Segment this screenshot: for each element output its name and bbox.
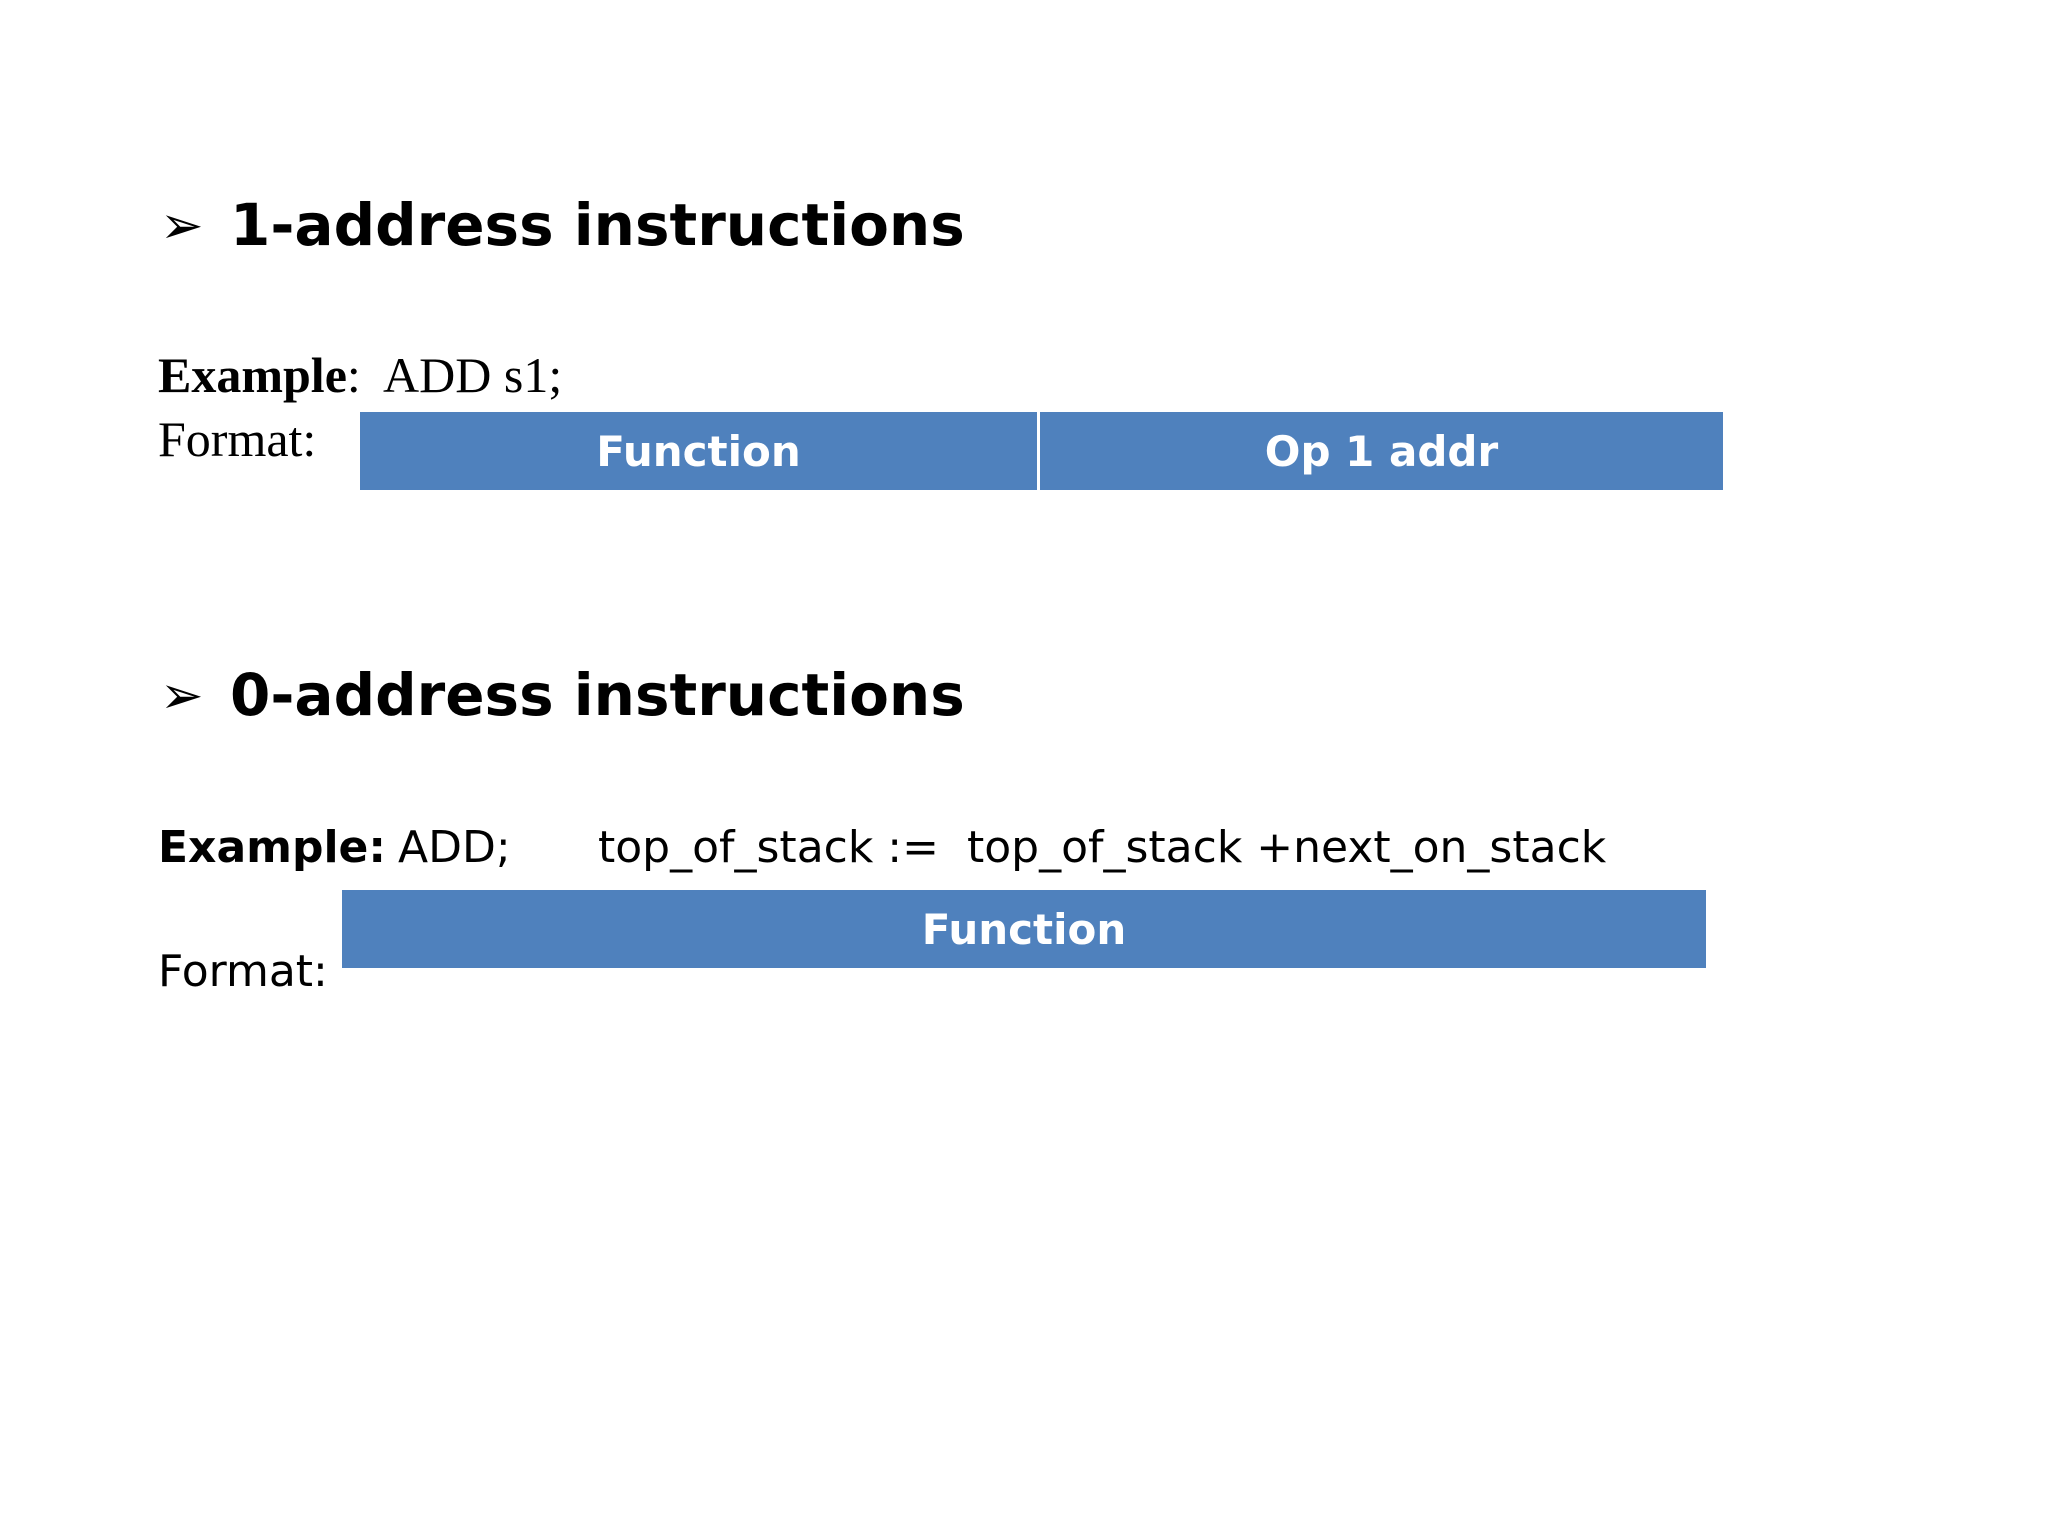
instruction-format-0-address: Function xyxy=(342,890,1706,968)
heading-text: 1-address instructions xyxy=(230,191,965,259)
section-heading-1-address: ➢1-address instructions xyxy=(160,196,965,254)
example-expression: top_of_stack := top_of_stack +next_on_st… xyxy=(598,822,1607,873)
heading-text: 0-address instructions xyxy=(230,661,965,729)
arrow-bullet-icon: ➢ xyxy=(160,666,204,726)
format-label: Format: xyxy=(158,411,317,467)
field-function: Function xyxy=(360,412,1040,490)
example-label: Example xyxy=(158,347,347,403)
field-function: Function xyxy=(342,890,1706,968)
example-label: Example: xyxy=(158,822,386,873)
field-op1-addr: Op 1 addr xyxy=(1040,412,1723,490)
example-line-1: Example: ADD s1; xyxy=(158,350,562,400)
instruction-format-1-address: Function Op 1 addr xyxy=(360,412,1723,490)
example-instruction: ADD; xyxy=(398,822,511,873)
example-separator: : xyxy=(346,347,384,403)
section-heading-0-address: ➢0-address instructions xyxy=(160,666,965,724)
format-label: Format: xyxy=(158,946,328,997)
example-value: ADD s1; xyxy=(383,347,563,403)
arrow-bullet-icon: ➢ xyxy=(160,196,204,256)
